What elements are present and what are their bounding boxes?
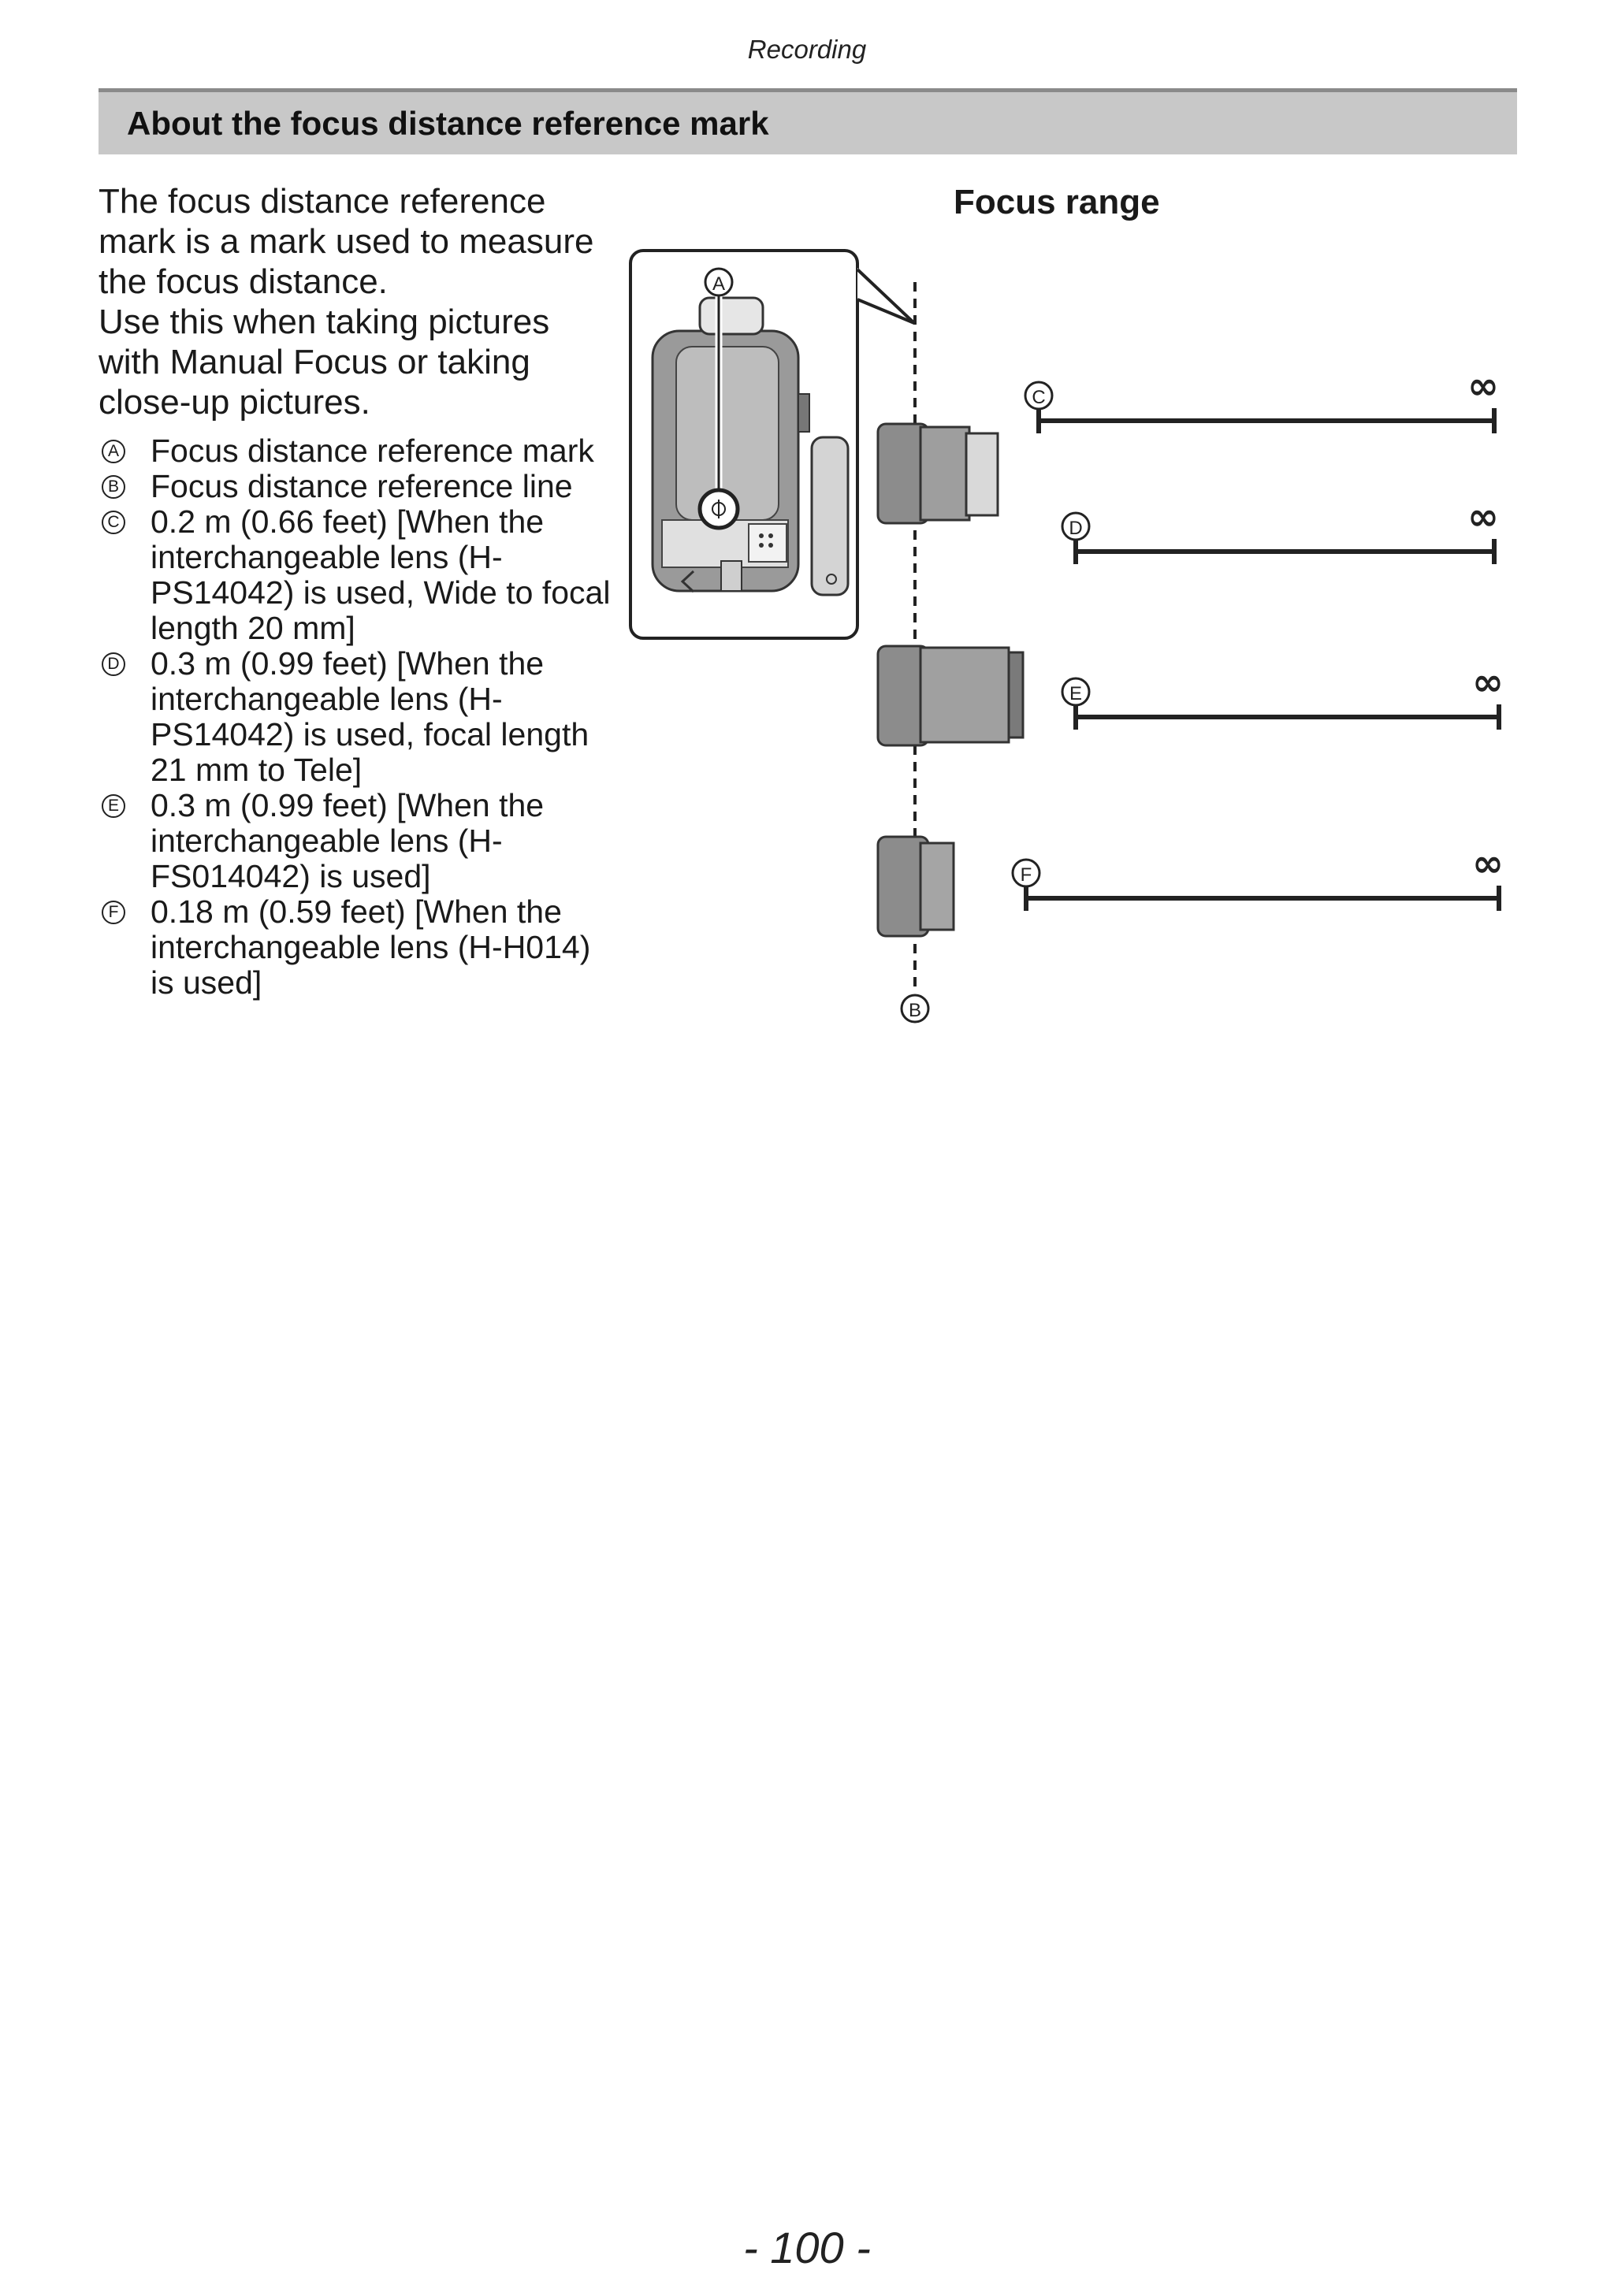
focus-range-figure: A B C ∞ D ∞ E xyxy=(629,249,1504,1024)
page-number: - 100 - xyxy=(743,2223,871,2272)
camera-body-icon xyxy=(651,296,850,596)
marker-e: E xyxy=(102,794,125,818)
marker-b: B xyxy=(102,475,125,499)
callout-a-label: A xyxy=(712,273,725,295)
marker-f: F xyxy=(102,901,125,924)
focus-range-title: Focus range xyxy=(954,183,1160,221)
marker-c: C xyxy=(102,511,125,534)
infinity-label: ∞ xyxy=(1467,495,1499,539)
range-bar-f: F ∞ xyxy=(1011,841,1504,911)
camera-side-view-icon xyxy=(876,835,955,938)
banner-title: About the focus distance reference mark xyxy=(127,105,769,142)
callout-b-label: B xyxy=(909,1000,921,1021)
legend-text: 0.3 m (0.99 feet) [When the interchangea… xyxy=(151,787,545,894)
legend-item-c: C 0.2 m (0.66 feet) [When the interchange… xyxy=(99,504,619,646)
range-bar-e: E ∞ xyxy=(1061,660,1504,730)
range-e-label: E xyxy=(1069,683,1082,704)
legend-text: 0.3 m (0.99 feet) [When the interchangea… xyxy=(151,645,589,788)
range-bar-c: C ∞ xyxy=(1024,364,1499,433)
intro-paragraph: Use this when taking pictures with Manua… xyxy=(99,303,550,422)
marker-a: A xyxy=(102,440,125,463)
callout-b: B xyxy=(900,994,930,1024)
range-d-label: D xyxy=(1069,518,1082,539)
range-c-label: C xyxy=(1032,387,1045,408)
legend-item-e: E 0.3 m (0.99 feet) [When the interchange… xyxy=(99,788,619,894)
legend-text: 0.18 m (0.59 feet) [When the interchange… xyxy=(151,894,591,1001)
intro-text: The focus distance reference mark is a m… xyxy=(99,181,619,422)
legend-list: A Focus distance reference mark B Focus di… xyxy=(99,433,619,1001)
camera-closeup-inset: A xyxy=(629,249,916,640)
section-label: Recording xyxy=(747,35,867,64)
infinity-label: ∞ xyxy=(1472,660,1504,704)
intro-paragraph: The focus distance reference mark is a m… xyxy=(99,182,594,301)
callout-a: A xyxy=(704,267,734,297)
legend-item-a: A Focus distance reference mark xyxy=(99,433,619,469)
legend-item-d: D 0.3 m (0.99 feet) [When the interchange… xyxy=(99,646,619,788)
section-banner: About the focus distance reference mark xyxy=(99,88,1517,154)
range-bar-d: D ∞ xyxy=(1061,495,1499,564)
legend-item-b: B Focus distance reference line xyxy=(99,469,619,504)
infinity-label: ∞ xyxy=(1467,364,1499,408)
marker-d: D xyxy=(102,652,125,676)
legend-text: 0.2 m (0.66 feet) [When the interchangea… xyxy=(151,503,611,646)
legend-text: Focus distance reference mark xyxy=(151,433,594,469)
legend-text: Focus distance reference line xyxy=(151,468,573,504)
range-f-label: F xyxy=(1021,864,1032,886)
infinity-label: ∞ xyxy=(1472,841,1504,886)
legend-item-f: F 0.18 m (0.59 feet) [When the interchang… xyxy=(99,894,619,1001)
camera-side-view-icon xyxy=(876,645,1025,747)
camera-side-view-icon xyxy=(876,422,999,525)
